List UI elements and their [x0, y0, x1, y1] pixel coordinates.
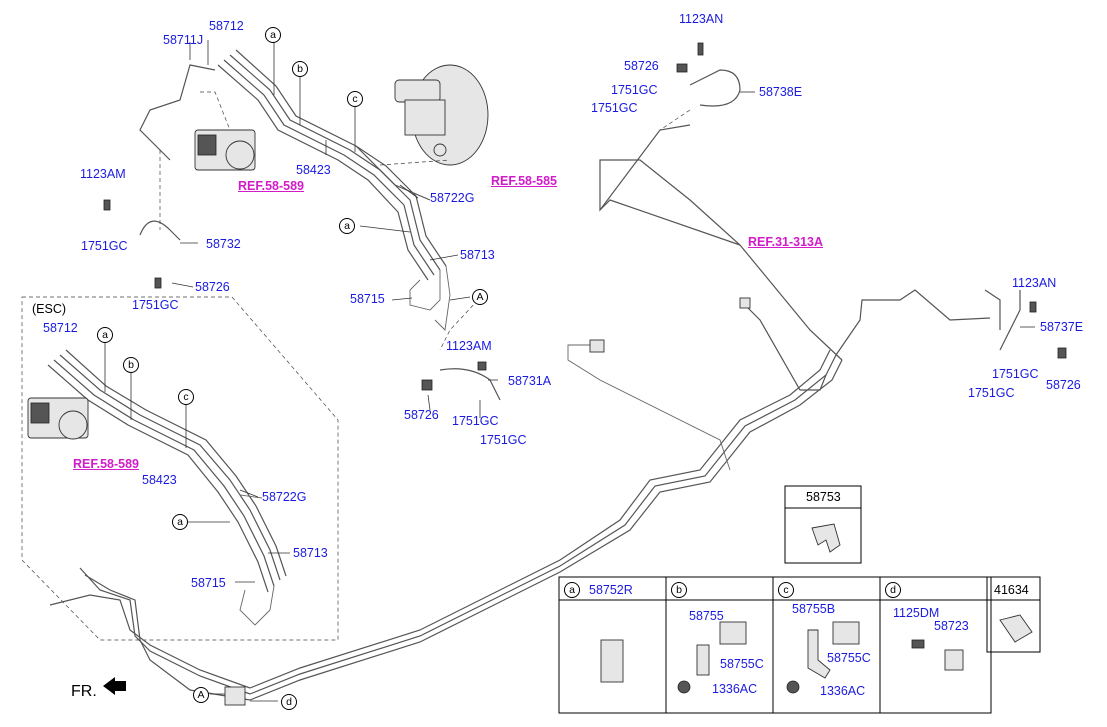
parts-legend-table	[558, 576, 1041, 714]
label-58722G-esc: 58722G	[262, 490, 307, 504]
ref-58-589-top: REF.58-589	[238, 179, 305, 193]
legend-d-1125DM: 1125DM	[893, 606, 940, 620]
leader-lines	[104, 40, 1035, 702]
esc-line-assembly	[47, 349, 287, 626]
label-1123AN-top: 1123AN	[679, 12, 724, 26]
label-58737E: 58737E	[1040, 320, 1084, 334]
ref-58-585: REF.58-585	[491, 174, 558, 188]
label-1751GC-mid-1: 1751GC	[452, 414, 499, 428]
box-58753	[784, 485, 862, 564]
legend-b-58755C: 58755C	[720, 657, 764, 671]
legend-d-letter: d	[885, 582, 901, 598]
label-1751GC-top-right-1: 1751GC	[611, 83, 658, 97]
label-58713-top: 58713	[460, 248, 495, 262]
label-1751GC-right-2: 1751GC	[968, 386, 1015, 400]
small-fasteners	[103, 42, 1067, 706]
abs-modulator-top	[194, 129, 256, 171]
front-direction-label: FR.	[71, 683, 97, 700]
label-58713-esc: 58713	[293, 546, 328, 560]
label-58715-top: 58715	[350, 292, 385, 306]
box-58753-header: 58753	[806, 490, 841, 504]
label-58711J: 58711J	[163, 33, 204, 47]
front-arrow-icon	[103, 677, 126, 695]
legend-a-code: 58752R	[589, 583, 633, 597]
esc-title: (ESC)	[32, 302, 67, 316]
label-58722G-top: 58722G	[430, 191, 475, 205]
callout-a-esc: a	[97, 327, 113, 343]
label-1123AM-left: 1123AM	[80, 167, 126, 181]
label-1751GC-left-2: 1751GC	[132, 298, 179, 312]
callout-a-esc-low: a	[172, 514, 188, 530]
label-58731A: 58731A	[508, 374, 552, 388]
legend-a-letter: a	[564, 582, 580, 598]
callout-a-top: a	[265, 27, 281, 43]
legend-b-1336AC: 1336AC	[712, 682, 758, 696]
label-58712-esc: 58712	[43, 321, 78, 335]
label-1751GC-mid-2: 1751GC	[480, 433, 527, 447]
label-58715-esc: 58715	[191, 576, 226, 590]
callout-d-bottom: d	[281, 694, 297, 710]
callout-b-top: b	[292, 61, 308, 77]
upper-line-assembly	[139, 49, 451, 331]
legend-c-58755C: 58755C	[827, 651, 871, 665]
label-58732: 58732	[206, 237, 241, 251]
label-1751GC-top-right-2: 1751GC	[591, 101, 638, 115]
label-1751GC-left-1: 1751GC	[81, 239, 128, 253]
label-58726-mid: 58726	[404, 408, 439, 422]
label-1123AN-right: 1123AN	[1012, 276, 1057, 290]
label-58712-top: 58712	[209, 19, 244, 33]
esc-region-outline	[21, 296, 339, 641]
label-58726-right: 58726	[1046, 378, 1081, 392]
callout-a-mid: a	[339, 218, 355, 234]
legend-b-58755: 58755	[689, 609, 724, 623]
main-brake-line-bundle	[49, 124, 991, 701]
callout-c-top: c	[347, 91, 363, 107]
legend-b-letter: b	[671, 582, 687, 598]
label-58726-top-right: 58726	[624, 59, 659, 73]
label-58423-top: 58423	[296, 163, 331, 177]
callout-b-esc: b	[123, 357, 139, 373]
legend-c-58755B: 58755B	[792, 602, 836, 616]
label-1751GC-right-1: 1751GC	[992, 367, 1039, 381]
brake-booster	[394, 64, 489, 166]
label-58423-esc: 58423	[142, 473, 177, 487]
label-1123AM-mid: 1123AM	[446, 339, 492, 353]
legend-c-letter: c	[778, 582, 794, 598]
callout-c-esc: c	[178, 389, 194, 405]
legend-41634-code: 41634	[994, 583, 1029, 597]
brake-hoses	[139, 69, 1021, 401]
label-58738E: 58738E	[759, 85, 803, 99]
ref-31-313A: REF.31-313A	[748, 235, 824, 249]
callout-A-mid: A	[472, 289, 488, 305]
callout-A-bottom: A	[193, 687, 209, 703]
label-58726-left: 58726	[195, 280, 230, 294]
abs-modulator-esc	[27, 397, 89, 440]
legend-d-58723: 58723	[934, 619, 969, 633]
legend-c-1336AC: 1336AC	[820, 684, 866, 698]
ref-58-589-esc: REF.58-589	[73, 457, 140, 471]
